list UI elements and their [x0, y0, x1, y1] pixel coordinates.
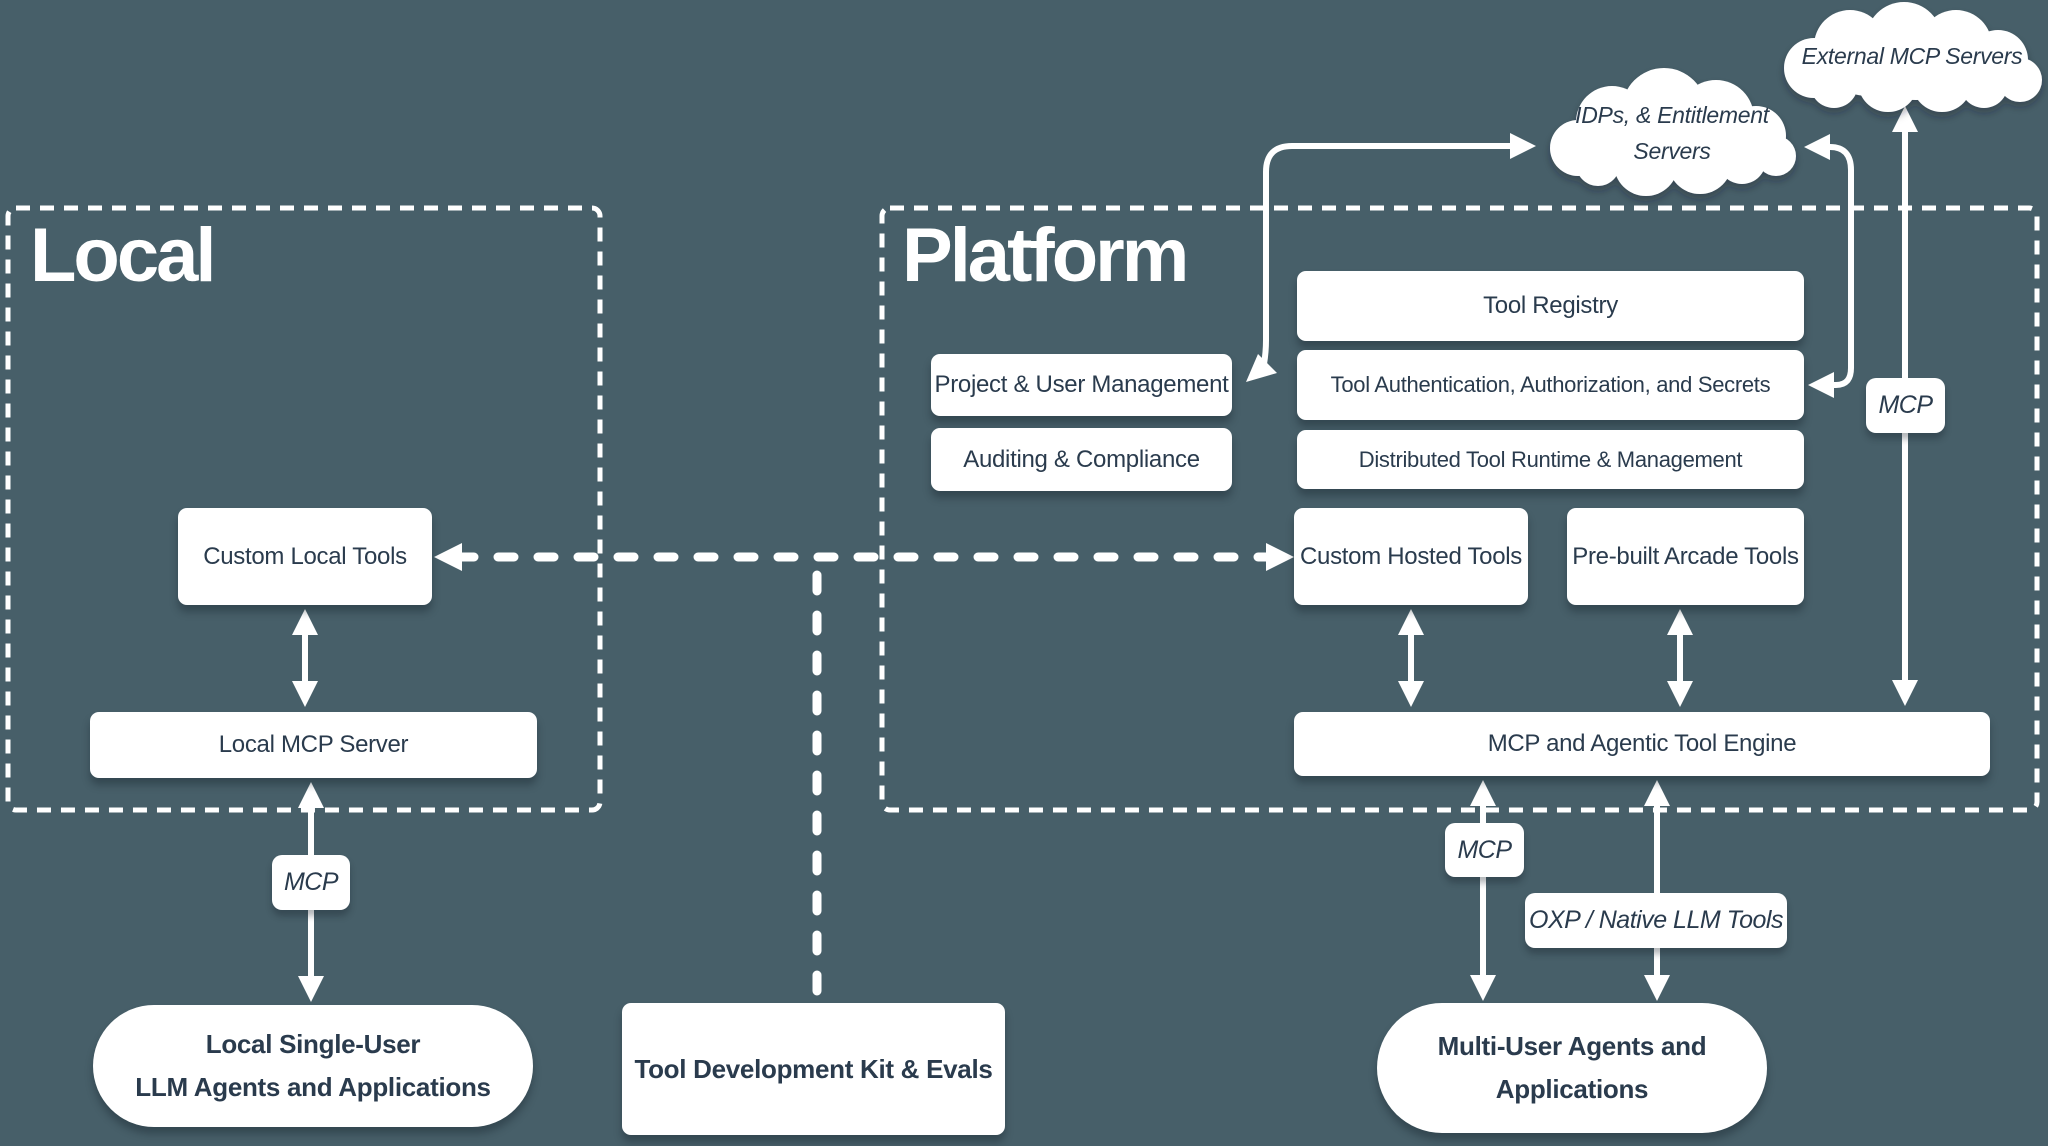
mcp-protocol-label-platform: MCP: [1445, 823, 1524, 877]
mcp-protocol-label-external: MCP: [1866, 378, 1945, 433]
arrow-engine-to-multiuser-mcp: [1470, 780, 1496, 1001]
arrowhead-left: [434, 543, 462, 571]
arrow-project-to-idp-cloud: [1246, 133, 1536, 382]
tool-dev-kit-box: Tool Development Kit & Evals: [622, 1003, 1005, 1135]
solid-arrows: [292, 106, 1918, 1002]
platform-region-border: [879, 205, 2040, 813]
arrowhead-right: [1266, 543, 1294, 571]
external-mcp-cloud-shape: [1784, 2, 2042, 112]
arrow-toolauth-to-idp-cloud: [1804, 134, 1854, 398]
local-mcp-server-box: Local MCP Server: [90, 712, 537, 778]
auditing-compliance-box: Auditing & Compliance: [931, 428, 1232, 491]
dashed-tools-connector: [434, 543, 1294, 1001]
idp-cloud-text-line1: IDPs, & Entitlement: [1575, 102, 1769, 129]
idp-cloud-label: IDPs, & Entitlement Servers: [1556, 96, 1788, 172]
local-region-border: [5, 205, 603, 813]
idp-cloud-shape: [1550, 68, 1796, 196]
local-agents-line2: LLM Agents and Applications: [135, 1072, 491, 1102]
local-agents-line1: Local Single-User: [205, 1029, 421, 1060]
idp-cloud-text-line2: Servers: [1633, 138, 1711, 164]
arrow-prebuilt-to-engine: [1667, 609, 1693, 707]
external-mcp-cloud-text: External MCP Servers: [1801, 43, 2023, 70]
multi-user-agents-pill: Multi-User Agents and Applications: [1377, 1003, 1767, 1133]
mcp-protocol-label-local: MCP: [272, 855, 350, 910]
platform-region-title: Platform: [902, 213, 1189, 298]
local-agents-pill: Local Single-User LLM Agents and Applica…: [93, 1005, 533, 1127]
tool-auth-box: Tool Authentication, Authorization, and …: [1297, 350, 1804, 420]
oxp-native-llm-tools-label: OXP / Native LLM Tools: [1525, 893, 1787, 948]
custom-hosted-tools-box: Custom Hosted Tools: [1294, 508, 1528, 605]
tool-registry-box: Tool Registry: [1297, 271, 1804, 341]
external-mcp-cloud-label: External MCP Servers: [1792, 40, 2032, 74]
local-region-title: Local: [30, 213, 216, 298]
arrow-engine-to-multiuser-oxp: [1644, 780, 1670, 1001]
arrow-custom-hosted-to-engine: [1398, 609, 1424, 707]
custom-local-tools-box: Custom Local Tools: [178, 508, 432, 605]
distributed-runtime-box: Distributed Tool Runtime & Management: [1297, 430, 1804, 489]
mcp-agentic-tool-engine-box: MCP and Agentic Tool Engine: [1294, 712, 1990, 776]
arrow-custom-local-to-local-mcp: [292, 609, 318, 707]
project-user-management-box: Project & User Management: [931, 354, 1232, 416]
prebuilt-arcade-tools-box: Pre-built Arcade Tools: [1567, 508, 1804, 605]
multi-user-agents-line2: Applications: [1495, 1074, 1649, 1104]
multi-user-agents-line1: Multi-User Agents and: [1437, 1031, 1707, 1062]
